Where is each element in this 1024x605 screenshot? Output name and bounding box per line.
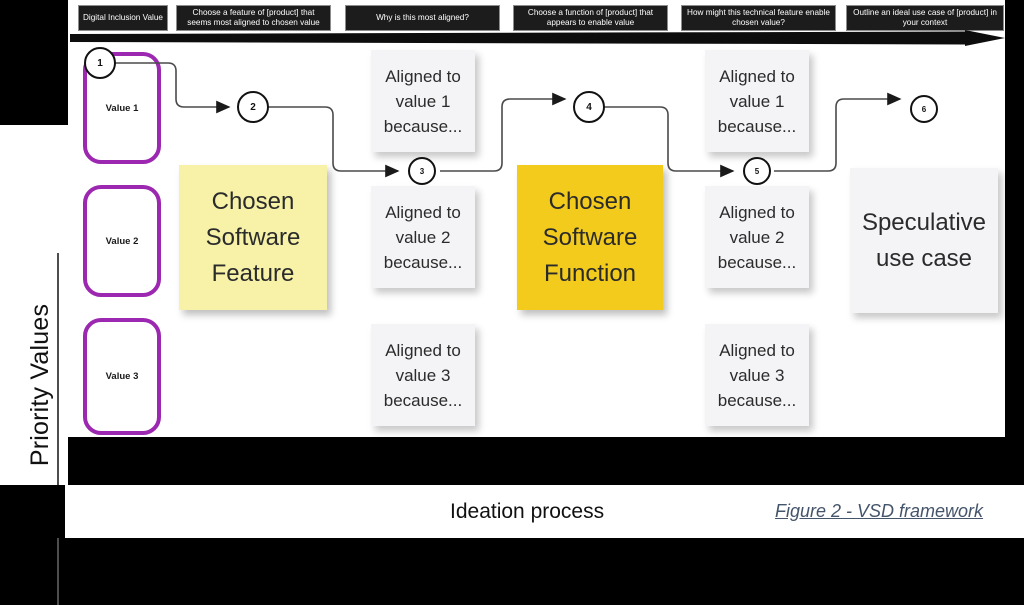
header-step-2: Choose a feature of [product] that seems… [176,5,331,31]
header-step-6: Outline an ideal use case of [product] i… [846,5,1004,31]
value-card-2[interactable]: Value 2 [83,185,161,297]
rationale-function-value-1[interactable]: Aligned to value 1 because... [705,50,809,152]
chosen-software-feature-label: Chosen Software Feature [205,187,301,287]
rationale-feature-value-2-label: Aligned to value 2 because... [383,202,463,272]
timeline-arrow-icon [70,30,1005,46]
caption-figure-reference[interactable]: Figure 2 - VSD framework [775,501,984,521]
step-circle-1[interactable]: 1 [84,47,116,79]
chosen-software-function-card[interactable]: Chosen Software Function [517,165,663,310]
caption-title: Ideation process [450,499,605,523]
rationale-function-value-2-label: Aligned to value 2 because... [717,202,797,272]
step-circle-3[interactable]: 3 [408,157,436,185]
value-card-3-label: Value 3 [105,371,139,382]
step-circle-5[interactable]: 5 [743,157,771,185]
flow-connectors [115,62,902,178]
value-card-2-label: Value 2 [105,235,139,247]
rationale-function-value-1-label: Aligned to value 1 because... [717,66,797,136]
rationale-feature-value-3[interactable]: Aligned to value 3 because... [371,324,475,426]
header-step-5: How might this technical feature enable … [681,5,836,31]
chosen-software-function-label: Chosen Software Function [542,187,638,287]
rationale-feature-value-1[interactable]: Aligned to value 1 because... [371,50,475,152]
value-card-1-label: Value 1 [105,102,139,114]
value-card-3[interactable]: Value 3 [83,318,161,435]
header-step-1: Digital Inclusion Value [78,5,168,31]
caption-bar: Ideation process Figure 2 - VSD framewor… [65,485,1024,538]
step-circle-2[interactable]: 2 [237,91,269,123]
priority-values-strip: Priority Values [0,125,68,605]
step-circle-6[interactable]: 6 [910,95,938,123]
header-step-4: Choose a function of [product] that appe… [513,5,668,31]
header-step-3: Why is this most aligned? [345,5,500,31]
speculative-use-case-card[interactable]: Speculative use case [850,168,998,313]
strip-divider [57,253,59,605]
speculative-use-case-label: Speculative use case [861,208,987,272]
rationale-feature-value-3-label: Aligned to value 3 because... [383,340,463,410]
step-circle-4[interactable]: 4 [573,91,605,123]
rationale-feature-value-1-label: Aligned to value 1 because... [383,66,463,136]
rationale-feature-value-2[interactable]: Aligned to value 2 because... [371,186,475,288]
rationale-function-value-3[interactable]: Aligned to value 3 because... [705,324,809,426]
frame-mask-right [1005,0,1024,485]
frame-mask-bottom-left [0,485,65,538]
frame-mask-bottom [68,437,1005,485]
rationale-function-value-3-label: Aligned to value 3 because... [717,340,797,410]
frame-mask-top-left [0,0,68,125]
rationale-function-value-2[interactable]: Aligned to value 2 because... [705,186,809,288]
chosen-software-feature-card[interactable]: Chosen Software Feature [179,165,327,310]
